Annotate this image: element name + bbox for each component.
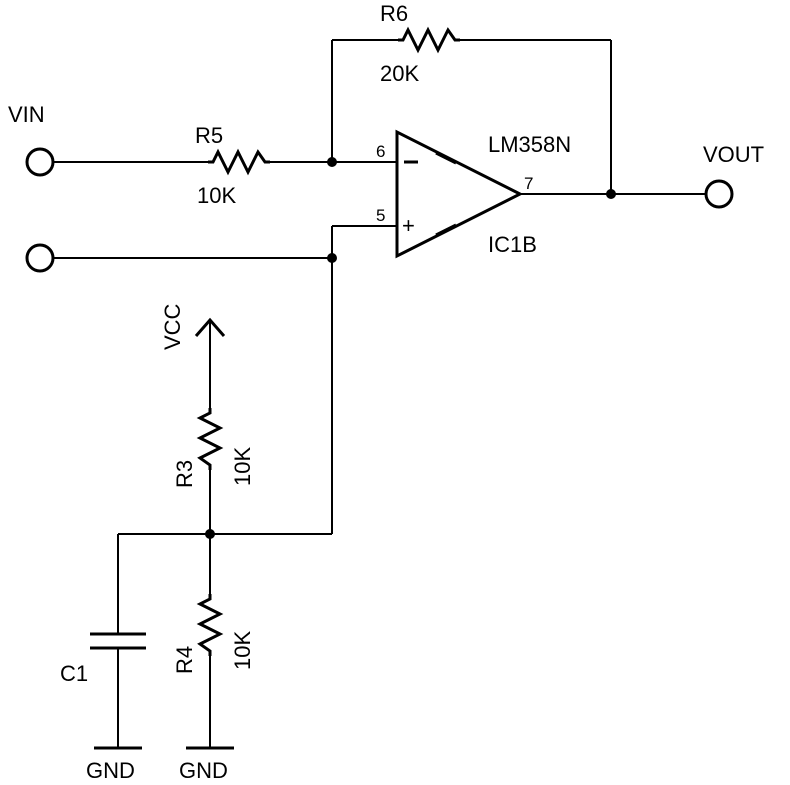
- gnd-label-c1: GND: [86, 758, 135, 783]
- r6-value: 20K: [380, 61, 419, 86]
- gnd-label-r4: GND: [179, 758, 228, 783]
- vout-label: VOUT: [703, 142, 764, 167]
- output-tick-lower: [435, 223, 457, 237]
- junctions: [205, 157, 616, 539]
- r5-value: 10K: [197, 183, 236, 208]
- vcc-arrow-icon: [194, 317, 226, 337]
- r3-value: 10K: [230, 447, 255, 486]
- junction-inverting-node: [327, 157, 337, 167]
- r5-name: R5: [195, 123, 223, 148]
- r4-value: 10K: [230, 631, 255, 670]
- ic-part-number: LM358N: [488, 132, 571, 157]
- r3-name: R3: [172, 460, 197, 488]
- pin-7-label: 7: [524, 174, 533, 193]
- resistor-r3: [196, 408, 224, 470]
- output-tick-upper: [435, 151, 457, 165]
- vcc-label: VCC: [160, 303, 185, 350]
- capacitor-c1: [90, 632, 146, 650]
- resistor-r6: [398, 26, 460, 54]
- vin-terminal: [25, 147, 55, 177]
- c1-name: C1: [60, 661, 88, 686]
- resistor-r5: [208, 148, 270, 176]
- vout-terminal: [704, 179, 734, 209]
- plus-sign: +: [402, 213, 415, 238]
- r6-name: R6: [380, 1, 408, 26]
- junction-ref-node: [327, 253, 337, 263]
- pin-6-label: 6: [376, 142, 385, 161]
- pin-5-label: 5: [376, 206, 385, 225]
- junction-bias-node: [205, 529, 215, 539]
- vin-label: VIN: [8, 102, 45, 127]
- r4-name: R4: [172, 646, 197, 674]
- ic-reference: IC1B: [488, 232, 537, 257]
- ref-terminal: [25, 243, 55, 273]
- resistor-r4: [196, 594, 224, 656]
- junction-output-node: [606, 189, 616, 199]
- op-amp-ic1b: [395, 129, 524, 259]
